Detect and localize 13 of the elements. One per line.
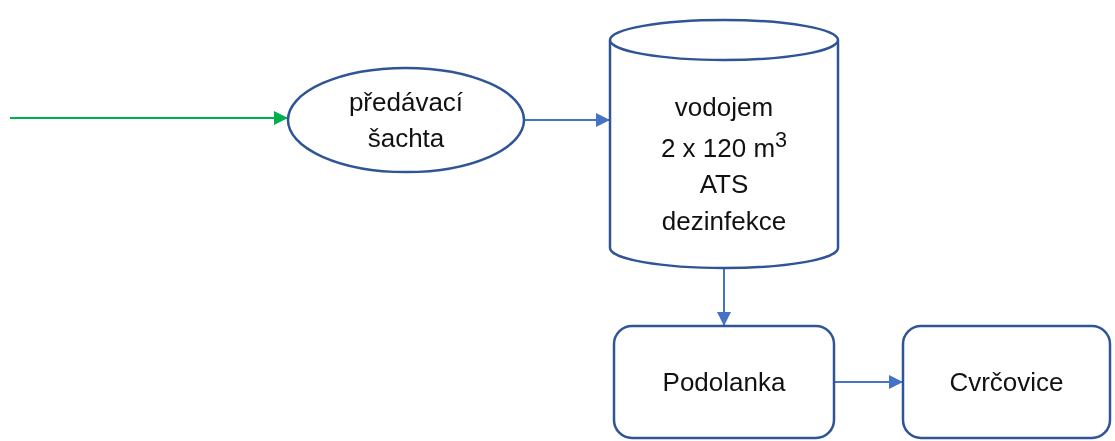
process-box [614,326,834,438]
ellipse-node [288,68,524,172]
cylinder-node [610,20,838,268]
node-label: Cvrčovice [949,365,1064,399]
arrow [717,267,731,327]
node-label: ATS [699,168,749,202]
node-label: Podolanka [662,365,786,399]
arrow [9,111,289,125]
node-label: předávací šachta [347,85,465,155]
process-box [903,326,1110,438]
node-label: 2 x 120 m$^{3}$ [660,126,788,165]
node-label: vodojem [674,90,774,124]
node-label: dezinfekce [661,204,787,238]
